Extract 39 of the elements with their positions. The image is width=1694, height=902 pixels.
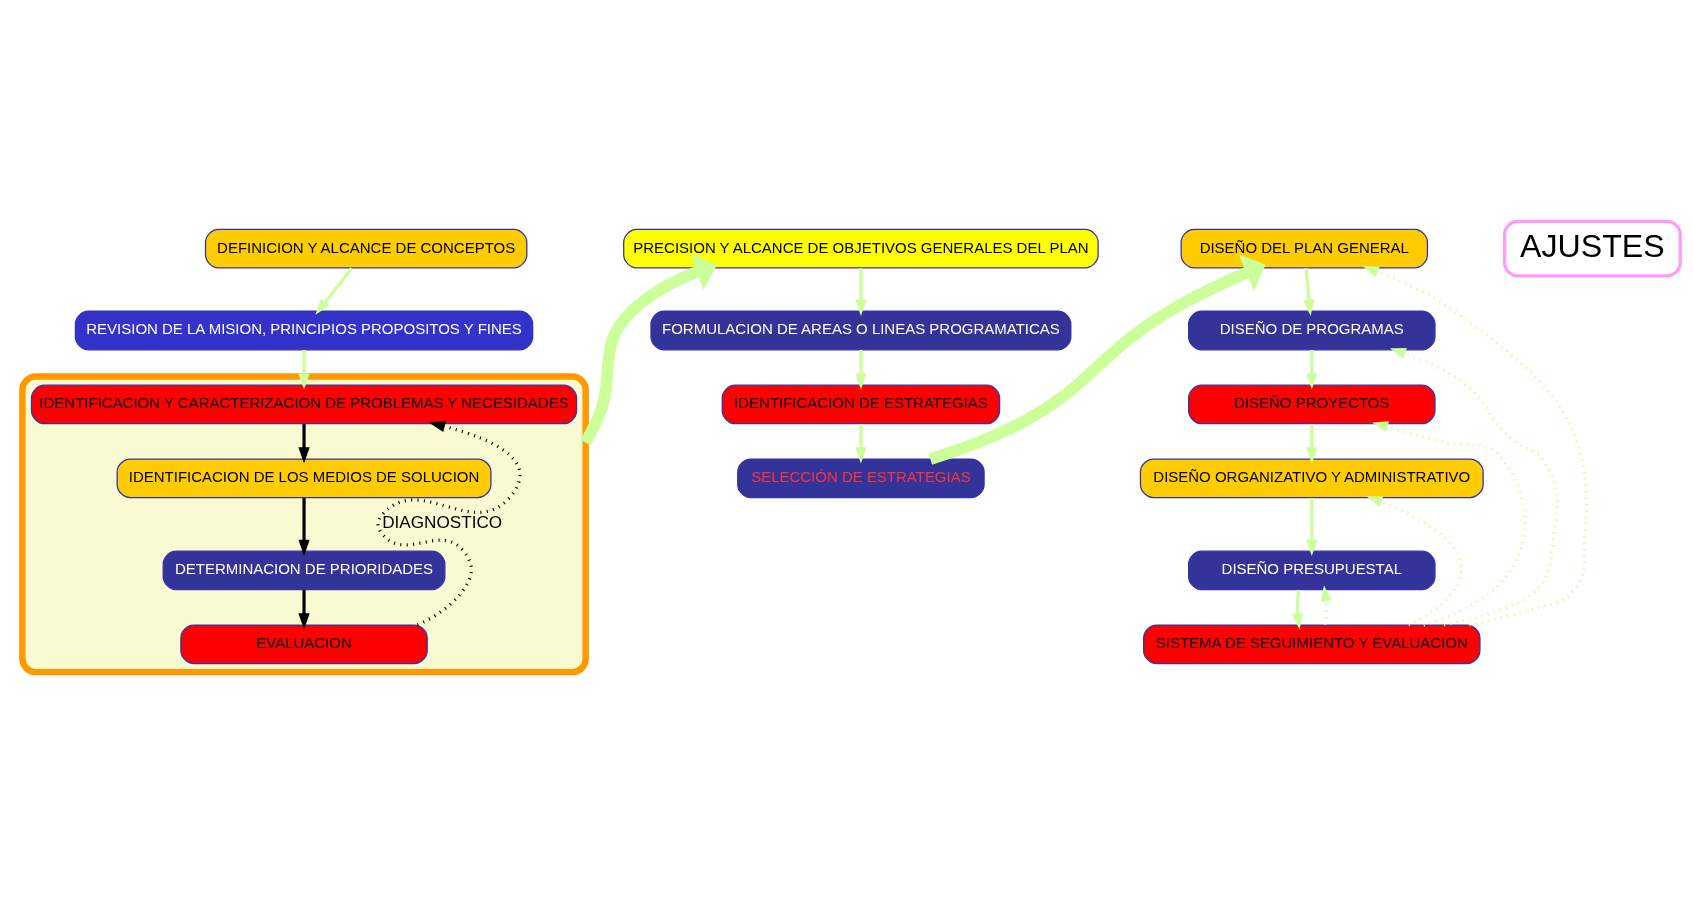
node-box: IDENTIFICACION DE ESTRATEGIAS: [721, 384, 1001, 425]
node-box: DEFINICION Y ALCANCE DE CONCEPTOS: [204, 228, 528, 269]
arrow: [1362, 266, 1588, 627]
node-box: AJUSTES: [1502, 219, 1682, 278]
node-box: SISTEMA DE SEGUIMIENTO Y EVALUACION: [1143, 624, 1481, 665]
arrow: [1303, 268, 1315, 316]
node-box: DISEÑO PROYECTOS: [1188, 384, 1436, 425]
arrow: [855, 350, 867, 390]
node-box: DISEÑO ORGANIZATIVO Y ADMINISTRATIVO: [1139, 458, 1484, 499]
node-box: DISEÑO PRESUPUESTAL: [1188, 550, 1436, 591]
arrow: [315, 267, 353, 315]
arrow: [1366, 495, 1463, 627]
node-box: PRECISION Y ALCANCE DE OBJETIVOS GENERALES DEL PLAN: [623, 228, 1099, 269]
arrow: [1306, 350, 1318, 390]
arrow: [298, 350, 310, 390]
arrow: [855, 423, 867, 464]
node-box: EVALUACION: [180, 624, 428, 665]
arrow: [298, 423, 310, 464]
node-box: IDENTIFICACION Y CARACTERIZACION DE PROBLEMAS Y NECESIDADES: [30, 384, 578, 425]
node-box: SELECCIÓN DE ESTRATEGIAS: [737, 458, 985, 499]
node-box: DISEÑO DEL PLAN GENERAL: [1180, 228, 1429, 269]
node-box: DISEÑO DE PROGRAMAS: [1188, 310, 1436, 351]
arrow: [1372, 421, 1527, 627]
arrow: [376, 420, 522, 627]
node-box: REVISION DE LA MISION, PRINCIPIOS PROPOSITOS Y FINES: [74, 310, 534, 351]
arrow: [580, 252, 717, 446]
arrow: [1306, 498, 1318, 556]
node-box: FORMULACION DE AREAS O LINEAS PROGRAMATICAS: [650, 310, 1072, 351]
node-box: IDENTIFICACION DE LOS MEDIOS DE SOLUCION: [116, 458, 492, 499]
arrow: [1389, 348, 1559, 627]
arrow: [1291, 589, 1303, 630]
arrow: [855, 268, 867, 316]
arrow: [1320, 585, 1332, 625]
edge-label: DIAGNOSTICO: [382, 512, 503, 533]
arrow: [1306, 423, 1318, 464]
node-box: DETERMINACION DE PRIORIDADES: [162, 550, 446, 591]
arrow: [298, 589, 310, 630]
arrow: [928, 254, 1266, 465]
arrow: [298, 498, 310, 556]
